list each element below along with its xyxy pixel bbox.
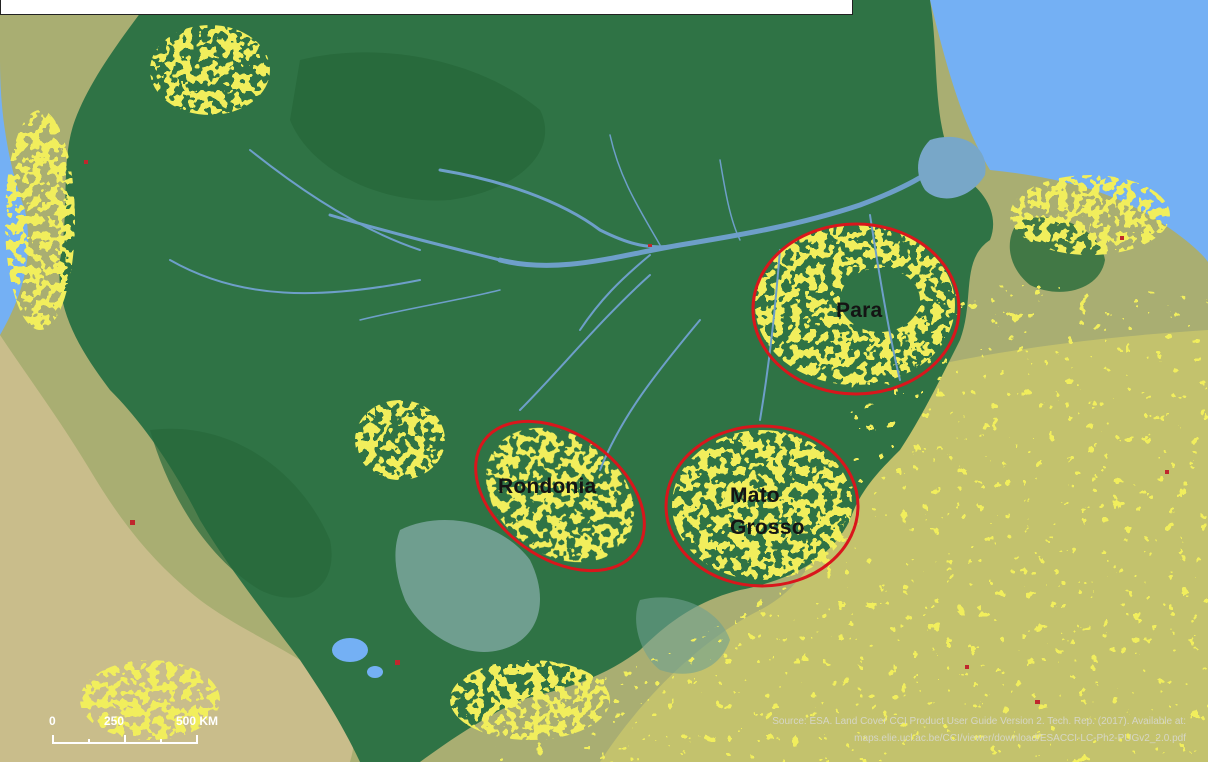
andean-cropland — [5, 25, 1170, 740]
scale-tick — [52, 735, 54, 744]
scale-tick — [196, 735, 198, 744]
para-cropland — [755, 225, 955, 385]
urban-areas — [84, 160, 1169, 704]
scale-tick — [160, 739, 162, 744]
credit-line-2: maps.elie.ucl.ac.be/CCI/viewer/download/… — [854, 733, 1186, 744]
mato-grosso-cropland — [672, 430, 852, 580]
scale-bar: 0 250 500 KM — [40, 714, 240, 754]
credit-line-1: Source: ESA. Land Cover CCI Product User… — [772, 716, 1186, 727]
label-mato-grosso: Mato Grosso — [730, 480, 805, 544]
para-circle — [751, 222, 961, 396]
rondonia-circle — [474, 419, 646, 573]
scale-tick-label-0: 0 — [49, 714, 56, 728]
rondonia-cropland — [485, 427, 635, 563]
pantanal-wetland — [395, 520, 540, 652]
lake-titicaca — [332, 638, 368, 662]
top-box — [0, 0, 853, 15]
mato-grosso-circle — [664, 424, 860, 588]
amazon-estuary — [918, 136, 986, 199]
label-para: Para — [836, 299, 883, 322]
scale-tick-label-250: 250 — [104, 714, 125, 728]
source-credit: Source: ESA. Land Cover CCI Product User… — [626, 713, 1186, 747]
label-rondonia: Rondonia — [498, 475, 597, 498]
scale-tick — [124, 735, 126, 744]
scale-tick-label-500: 500 KM — [176, 714, 219, 728]
andes-strip — [0, 335, 354, 762]
scale-tick — [88, 739, 90, 744]
label-mato-grosso-line2: Grosso — [730, 516, 805, 539]
label-mato-grosso-line1: Mato — [730, 484, 780, 507]
